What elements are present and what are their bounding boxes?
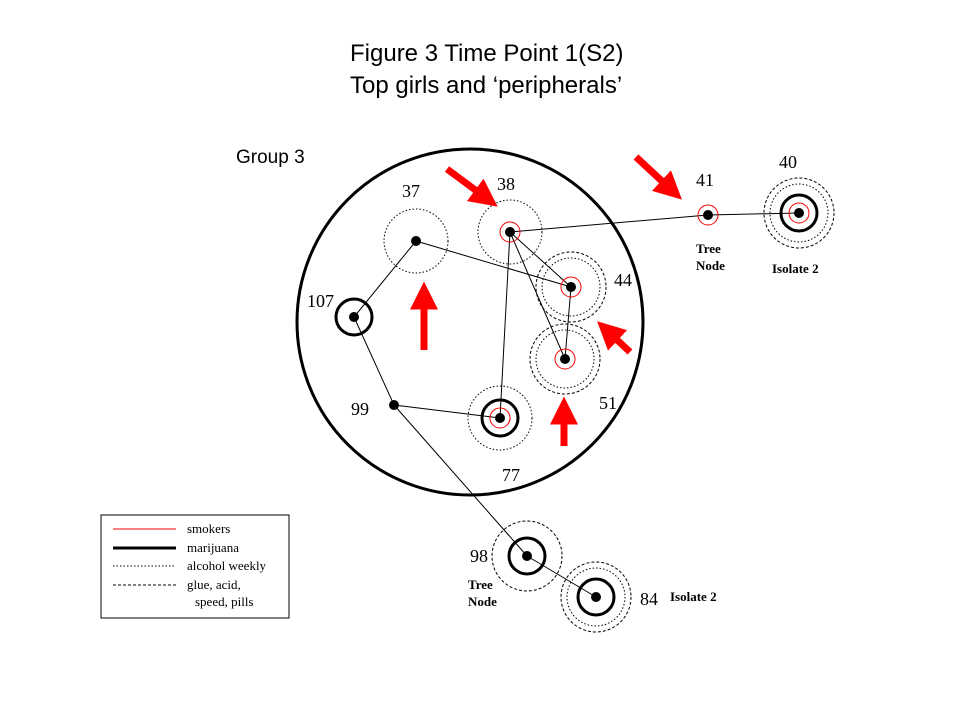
edge-98-84 — [526, 555, 597, 598]
node-37-alcohol-ring — [383, 208, 449, 274]
tree-node-41-line1: Tree — [696, 241, 721, 256]
node-label-38: 38 — [497, 174, 515, 194]
arrow-to-51 — [597, 321, 633, 355]
node-40-alcohol-ring — [769, 183, 829, 243]
tree-node-98-line1: Tree — [468, 577, 493, 592]
legend: smokers marijuana alcohol weekly glue, a… — [100, 514, 290, 619]
node-98-drugs-ring — [491, 520, 563, 592]
node-99-dot — [389, 400, 399, 410]
isolate-40-label: Isolate 2 — [772, 261, 819, 276]
node-84-drugs-ring — [560, 561, 632, 633]
node-107-marijuana-ring — [334, 297, 374, 337]
edge-37-44 — [415, 240, 572, 288]
arrow-to-38 — [444, 166, 498, 207]
legend-box — [100, 514, 290, 619]
group-boundary-circle — [295, 147, 645, 497]
edge-38-44 — [509, 231, 572, 288]
node-84-marijuana-ring — [576, 577, 616, 617]
edge-38-77 — [499, 231, 511, 419]
node-label-84: 84 — [640, 589, 658, 609]
node-107 — [334, 297, 374, 337]
node-label-44: 44 — [614, 270, 632, 290]
node-38-alcohol-ring — [477, 199, 543, 265]
node-label-37: 37 — [402, 181, 420, 201]
node-label-99: 99 — [351, 399, 369, 419]
node-44-dot — [566, 282, 576, 292]
edge-38-41 — [509, 214, 709, 233]
nodes-layer — [334, 177, 835, 633]
node-40-dot — [794, 208, 804, 218]
node-77-marijuana-ring — [480, 398, 520, 438]
node-40-drugs-ring — [763, 177, 835, 249]
group-label: Group 3 — [236, 147, 305, 168]
node-77-smoker-ring — [489, 407, 511, 429]
node-41-dot — [703, 210, 713, 220]
isolate-84-label: Isolate 2 — [670, 589, 717, 604]
edge-44-51 — [564, 286, 572, 360]
edge-107-37 — [353, 240, 417, 318]
node-51-alcohol-ring — [535, 329, 595, 389]
node-40 — [763, 177, 835, 249]
tree-node-98-line2: Node — [468, 594, 497, 609]
node-38 — [477, 199, 543, 265]
node-44-drugs-ring — [535, 251, 607, 323]
node-37 — [383, 208, 449, 274]
node-77-dot — [495, 413, 505, 423]
node-107-dot — [349, 312, 359, 322]
node-77-alcohol-ring — [467, 385, 533, 451]
node-51-dot — [560, 354, 570, 364]
node-label-40: 40 — [779, 152, 797, 172]
edges-layer — [353, 212, 800, 598]
node-40-marijuana-ring — [779, 193, 819, 233]
node-44 — [535, 251, 607, 323]
node-41 — [697, 204, 719, 226]
highlight-arrows — [410, 154, 682, 446]
edge-107-99 — [353, 316, 395, 406]
node-41-smoker-ring — [697, 204, 719, 226]
legend-label-smokers: smokers — [187, 521, 230, 536]
node-51 — [529, 323, 601, 395]
node-37-dot — [411, 236, 421, 246]
node-label-77: 77 — [502, 465, 520, 485]
node-38-smoker-ring — [499, 221, 521, 243]
node-label-107: 107 — [307, 291, 334, 311]
node-label-41: 41 — [696, 170, 714, 190]
edge-41-40 — [707, 212, 800, 216]
node-label-51: 51 — [599, 393, 617, 413]
node-98-marijuana-ring — [507, 536, 547, 576]
legend-label-drugs-continued: speed, pills — [195, 594, 254, 609]
legend-label-drugs: glue, acid, — [187, 577, 241, 592]
node-84-dot — [591, 592, 601, 602]
node-98-dot — [522, 551, 532, 561]
node-99 — [389, 400, 399, 410]
figure-title: Figure 3 Time Point 1(S2) — [350, 40, 623, 67]
node-44-alcohol-ring — [541, 257, 601, 317]
figure-subtitle: Top girls and ‘peripherals’ — [350, 72, 622, 99]
node-51-drugs-ring — [529, 323, 601, 395]
node-40-smoker-ring — [788, 202, 810, 224]
node-84 — [560, 561, 632, 633]
arrow-to-41 — [633, 154, 682, 200]
node-84-alcohol-ring — [566, 567, 626, 627]
node-77 — [467, 385, 533, 451]
node-51-smoker-ring — [554, 348, 576, 370]
tree-node-41-line2: Node — [696, 258, 725, 273]
node-98 — [491, 520, 563, 592]
legend-label-marijuana: marijuana — [187, 540, 239, 555]
node-44-smoker-ring — [560, 276, 582, 298]
legend-label-alcohol: alcohol weekly — [187, 558, 267, 573]
edge-99-98 — [393, 404, 528, 557]
node-38-dot — [505, 227, 515, 237]
node-label-98: 98 — [470, 546, 488, 566]
